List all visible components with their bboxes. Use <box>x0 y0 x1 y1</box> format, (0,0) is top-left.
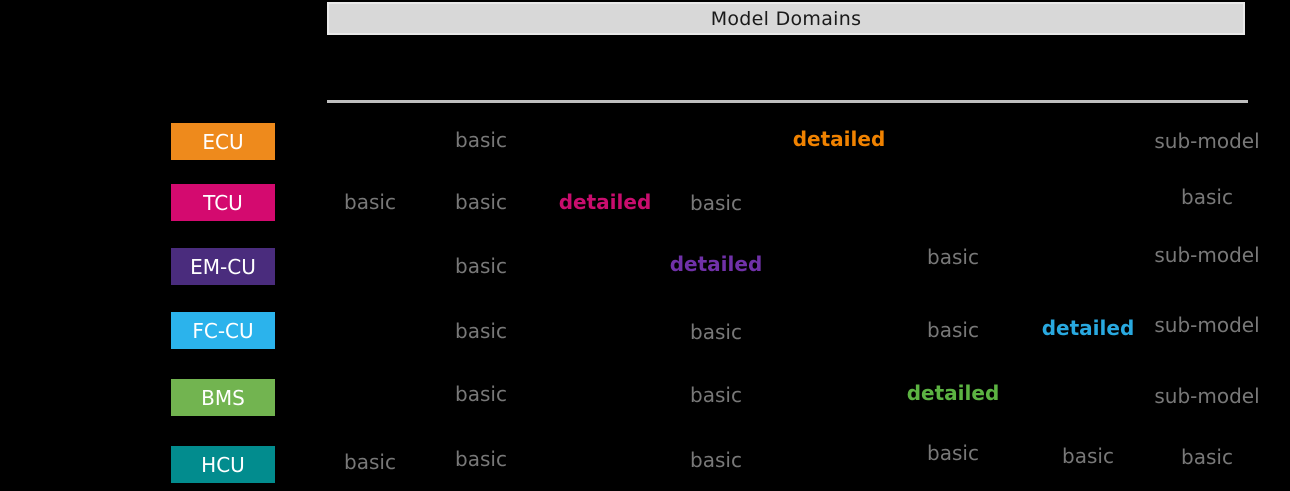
cell-bms-col4: basic <box>690 383 742 407</box>
cell-fc-cu-col4: basic <box>690 320 742 344</box>
cell-em-cu-col6: basic <box>927 245 979 269</box>
cell-tcu-col4: basic <box>690 191 742 215</box>
cell-em-cu-col2: basic <box>455 254 507 278</box>
cell-hcu-col4: basic <box>690 448 742 472</box>
row-label-em-cu: EM-CU <box>171 248 275 285</box>
cell-hcu-col2: basic <box>455 447 507 471</box>
cell-fc-cu-col2: basic <box>455 319 507 343</box>
cell-ecu-col5: detailed <box>792 127 886 151</box>
cell-fc-cu-col8: sub-model <box>1154 313 1260 337</box>
cell-tcu-col8: basic <box>1181 185 1233 209</box>
header-bar: Model Domains <box>327 2 1245 35</box>
cell-tcu-col1: basic <box>344 190 396 214</box>
cell-ecu-col8: sub-model <box>1154 129 1260 153</box>
cell-em-cu-col8: sub-model <box>1154 243 1260 267</box>
cell-ecu-col2: basic <box>455 128 507 152</box>
cell-bms-col2: basic <box>455 382 507 406</box>
row-label-ecu: ECU <box>171 123 275 160</box>
header-divider <box>327 100 1248 103</box>
row-label-hcu: HCU <box>171 446 275 483</box>
cell-hcu-col1: basic <box>344 450 396 474</box>
row-label-tcu: TCU <box>171 184 275 221</box>
cell-bms-col8: sub-model <box>1154 384 1260 408</box>
cell-tcu-col2: basic <box>455 190 507 214</box>
cell-hcu-col6: basic <box>927 441 979 465</box>
row-label-bms: BMS <box>171 379 275 416</box>
cell-hcu-col7: basic <box>1062 444 1114 468</box>
cell-em-cu-col4: detailed <box>669 252 763 276</box>
row-label-fc-cu: FC-CU <box>171 312 275 349</box>
cell-fc-cu-col6: basic <box>927 318 979 342</box>
figure-title: Model Domains <box>710 7 862 30</box>
cell-hcu-col8: basic <box>1181 445 1233 469</box>
cell-fc-cu-col7: detailed <box>1041 316 1135 340</box>
cell-bms-col6: detailed <box>906 381 1000 405</box>
cell-tcu-col3: detailed <box>558 190 652 214</box>
